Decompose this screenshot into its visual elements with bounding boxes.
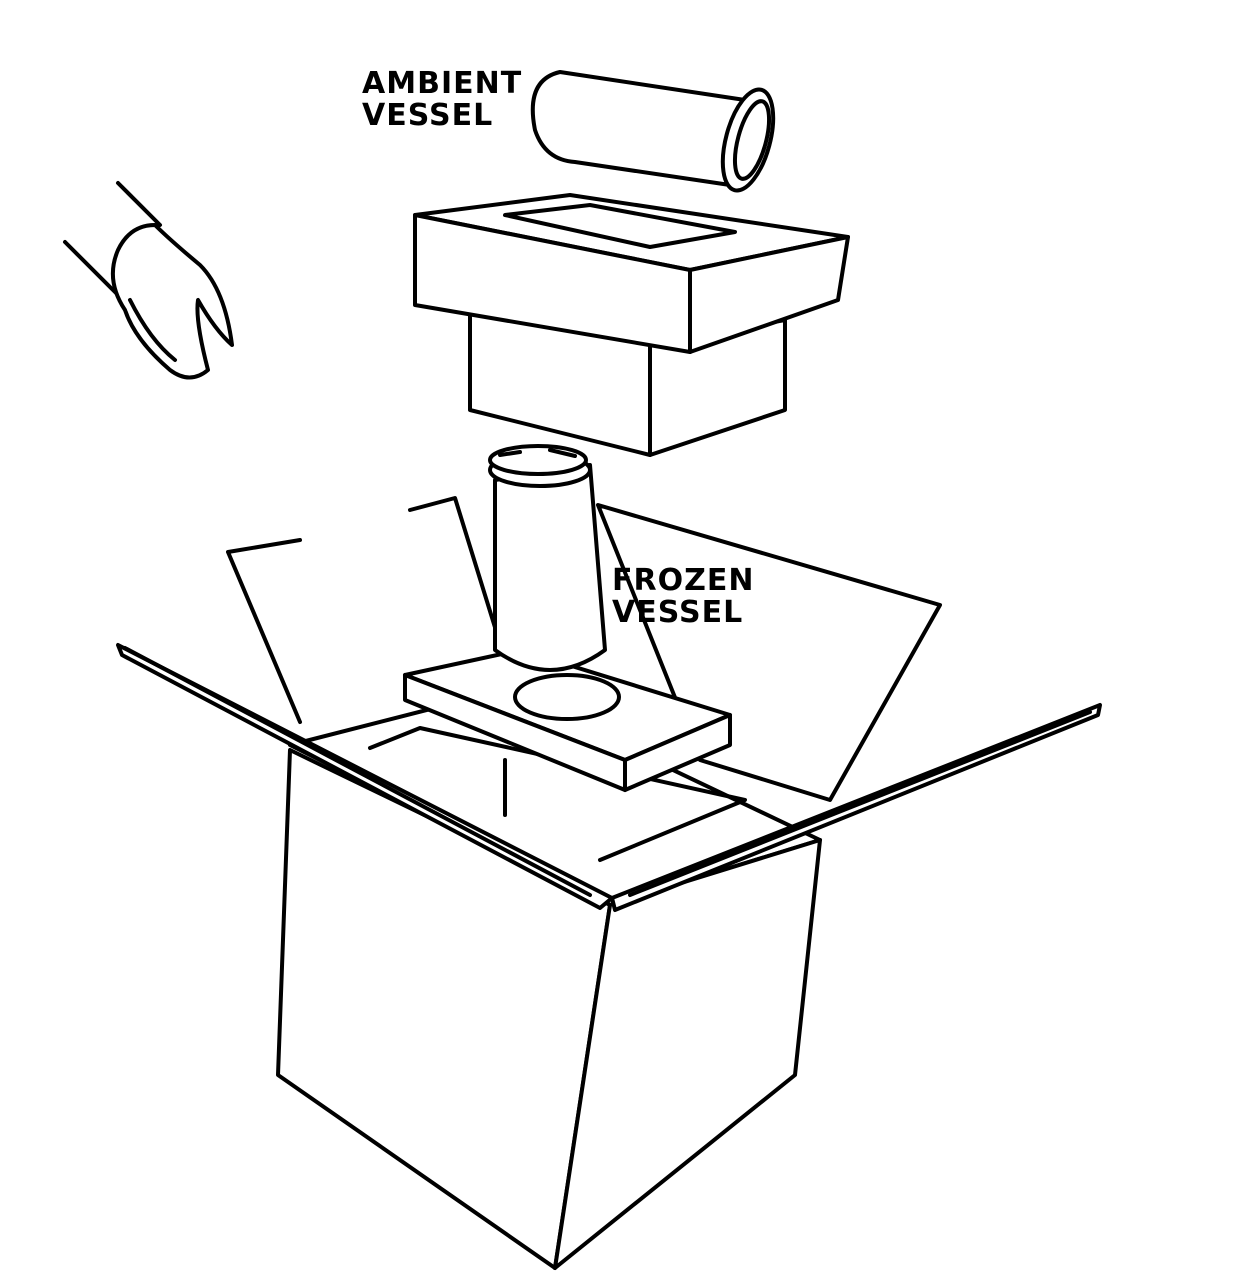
label-line: VESSEL [362, 98, 494, 133]
box-back-flaps [226, 496, 942, 802]
frozen-vessel [488, 444, 607, 672]
tray [403, 648, 732, 792]
hand-illustration [63, 181, 234, 380]
frozen-vessel-label: FROZEN VESSEL [612, 565, 754, 629]
label-line: AMBIENT [362, 66, 523, 101]
insert-box [413, 193, 850, 457]
ambient-vessel-label: AMBIENT VESSEL [362, 68, 522, 132]
ambient-vessel [530, 70, 776, 193]
label-line: VESSEL [612, 595, 744, 630]
shipping-box [116, 643, 1102, 1270]
label-line: FROZEN [612, 563, 755, 598]
